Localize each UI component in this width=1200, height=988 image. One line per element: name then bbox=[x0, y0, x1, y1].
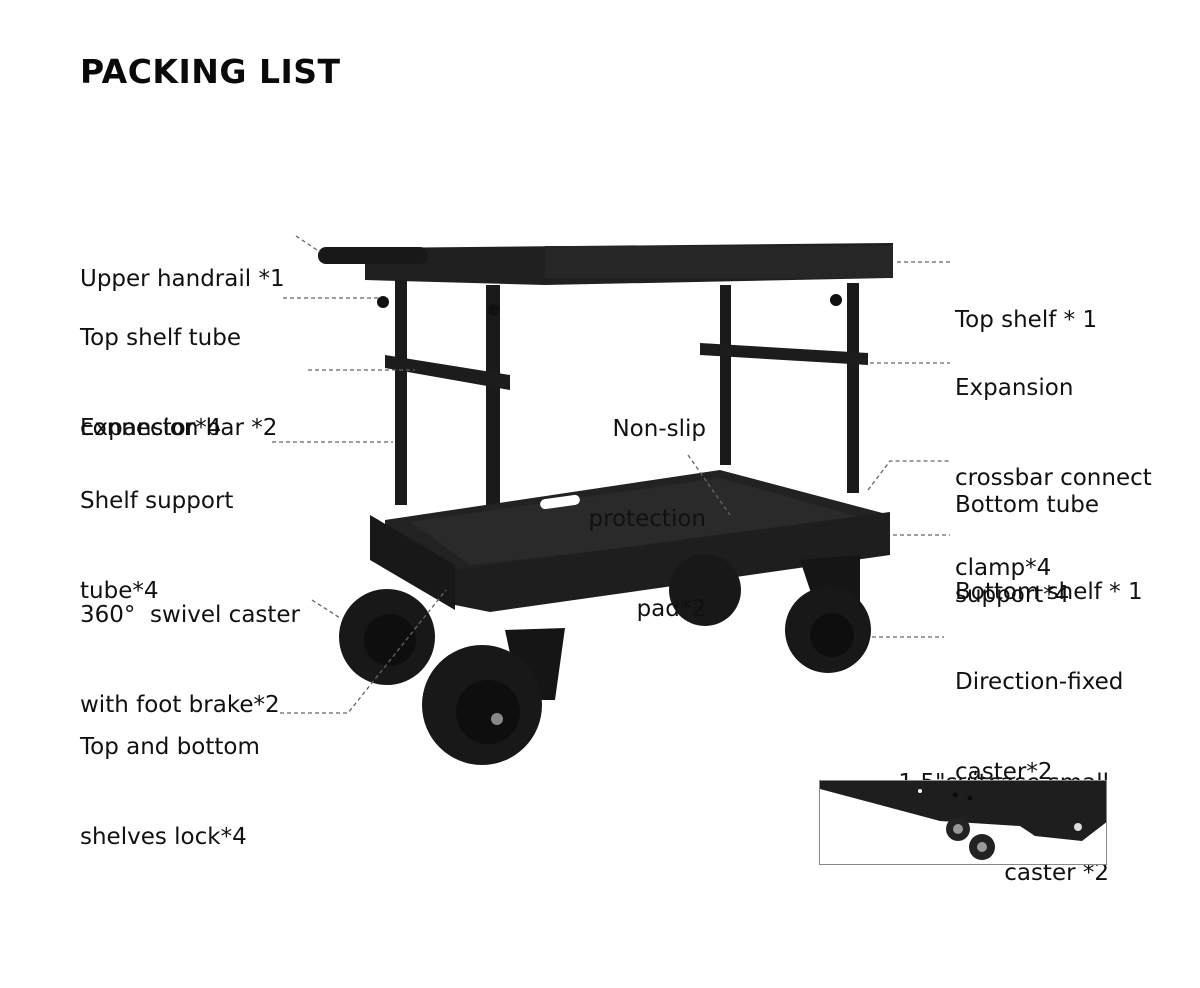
leader-upper-handrail bbox=[295, 235, 321, 253]
bottom-shelf-front bbox=[455, 512, 890, 612]
label-expansion-bar: Expansion bar *2 bbox=[80, 415, 278, 441]
wheel-front bbox=[422, 645, 542, 765]
label-swivel-caster: 360° swivel caster with foot brake*2 bbox=[80, 602, 301, 718]
leader-shelves-lock bbox=[280, 589, 447, 714]
support-tube-front-left bbox=[395, 280, 407, 505]
leader-bottom-tube-support bbox=[867, 460, 950, 491]
bottom-shelf-floor bbox=[410, 478, 870, 565]
leader-non-slip-pad bbox=[687, 454, 731, 516]
label-shelves-lock: Top and bottom shelves lock*4 bbox=[80, 734, 260, 850]
leader-swivel-caster bbox=[311, 599, 341, 619]
support-tube-front-mid bbox=[486, 285, 500, 530]
bottom-shelf-side bbox=[370, 515, 455, 610]
label-shelf-support-tube: Shelf support tube*4 bbox=[80, 488, 234, 604]
top-shelf-edge bbox=[545, 246, 893, 278]
label-non-slip-pad: Non-slip protection pad*2 bbox=[588, 416, 707, 622]
suitcase-caster-illustration bbox=[820, 781, 1106, 860]
wheel-back-left bbox=[339, 589, 435, 685]
expansion-bar-left bbox=[385, 355, 510, 390]
support-tube-back-left bbox=[720, 285, 731, 465]
label-expansion-crossbar-clamp: Expansion crossbar connect clamp*4 bbox=[955, 375, 1152, 581]
label-bottom-shelf: Bottom shelf * 1 bbox=[955, 579, 1143, 605]
label-upper-handrail: Upper handrail *1 bbox=[80, 266, 285, 292]
suitcase-caster-inset bbox=[819, 780, 1107, 865]
wheel-back-mid bbox=[669, 554, 741, 626]
expansion-bar-right bbox=[700, 343, 868, 365]
label-top-shelf: Top shelf * 1 bbox=[955, 307, 1098, 333]
support-tube-back-right bbox=[847, 283, 859, 493]
small-caster-2 bbox=[969, 834, 995, 860]
small-caster-1 bbox=[946, 817, 970, 841]
wheel-back-right bbox=[785, 587, 871, 673]
cart-illustration bbox=[318, 243, 893, 765]
upper-handrail bbox=[318, 247, 428, 264]
label-bottom-tube-support: Bottom tube support*4 bbox=[955, 492, 1100, 608]
leader-lines bbox=[272, 235, 952, 714]
label-top-shelf-tube-connector: Top shelf tube connector*4 bbox=[80, 325, 241, 441]
page-title: PACKING LIST bbox=[80, 52, 341, 91]
